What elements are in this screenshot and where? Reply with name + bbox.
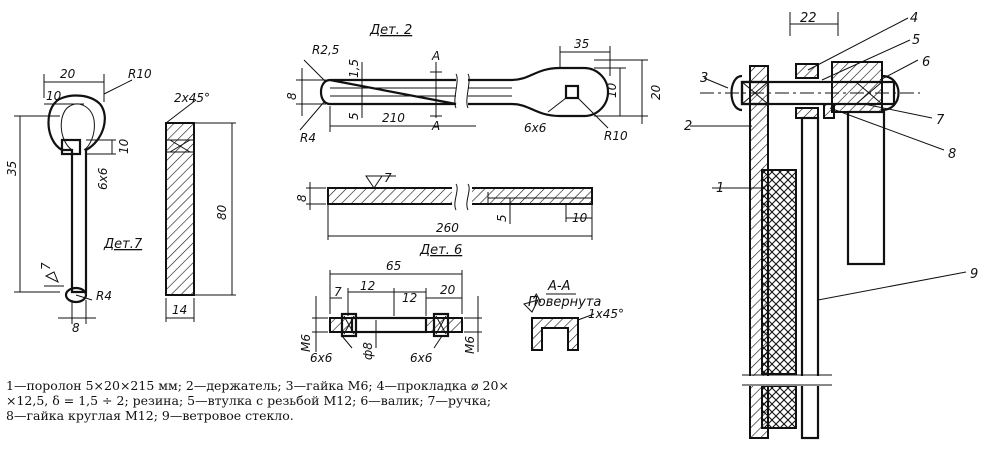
dim-bar-chamfer: 2x45° [174,91,210,105]
dim-bar-14: 14 [172,303,187,317]
dim-d6-260: 260 [436,221,459,235]
section-note-rotated: Повернута [528,295,601,310]
dim-d7-20: 20 [60,67,76,81]
title-det-7: Дет.7 [103,237,143,252]
dim-d6-tolerance: 7 [384,171,392,185]
dim-d7-35: 35 [5,161,19,176]
dim-d2-r4: R4 [300,131,316,145]
assembly-drawing [690,12,967,440]
dim-pin-m6-right: М6 [463,336,477,354]
callout-9: 9 [970,267,978,282]
dim-section-chamfer: 1x45° [588,307,624,321]
title-det-6: Дет. 6 [419,243,462,258]
callout-3: 3 [700,71,708,86]
dim-d7-r4: R4 [96,289,112,303]
label-section-a-bottom: А [431,119,440,133]
parts-legend: 1—поролон 5×20×215 мм; 2—держатель; 3—га… [6,378,696,423]
dim-d2-5: 5 [347,112,361,120]
legend-line-1: 1—поролон 5×20×215 мм; 2—держатель; 3—га… [6,378,509,393]
dim-d7-r10: R10 [128,67,152,81]
legend-line-2: ×12,5, δ = 1,5 ÷ 2; резина; 5—втулка с р… [6,393,492,408]
dim-d7-10b: 10 [117,138,131,154]
callout-8: 8 [948,147,956,162]
dim-bar-80: 80 [215,204,229,220]
callout-6: 6 [922,55,930,70]
section-a-a-drawing [523,299,595,351]
detail-2-drawing [296,46,648,132]
callout-4: 4 [910,11,918,26]
dim-pin-65: 65 [386,259,401,273]
dim-pin-6x6-left: 6x6 [310,351,333,365]
dim-d2-35: 35 [574,37,589,51]
callout-7: 7 [936,113,945,128]
detail-7-drawing [14,74,133,324]
dim-pin-m6-left: М6 [299,334,313,352]
dim-d2-210: 210 [382,111,405,125]
dim-d2-15: 1,5 [347,59,361,78]
dim-d2-10: 10 [605,82,619,98]
callout-2: 2 [684,119,692,134]
dim-pin-6x6-right: 6x6 [410,351,433,365]
dim-pin-12b: 12 [402,291,417,305]
legend-line-3: 8—гайка круглая М12; 9—ветровое стекло. [6,408,294,423]
title-section-a-a: А-А [547,279,570,294]
bar-detail-drawing [165,99,236,322]
title-det-2: Дет. 2 [369,23,412,38]
dim-d2-20: 20 [649,84,663,100]
dim-pin-phi8: ф8 [361,342,375,360]
callout-1: 1 [716,181,724,196]
dim-pin-7: 7 [334,285,342,299]
detail-6-drawing [306,175,593,240]
dim-d7-6x6: 6x6 [96,167,110,190]
label-section-a-top: А [431,49,440,63]
dim-d7-8: 8 [72,321,80,335]
callout-5: 5 [912,33,920,48]
dim-d2-6x6: 6x6 [524,121,547,135]
dim-d7-10: 10 [46,89,62,103]
threaded-pin-drawing [312,270,482,352]
dim-d2-r25: R2,5 [312,43,339,57]
dim-asm-22: 22 [800,11,817,26]
dim-d6-10: 10 [572,211,588,225]
dim-d2-8: 8 [285,92,299,100]
dim-pin-12a: 12 [360,279,375,293]
dim-d6-8: 8 [295,194,309,202]
dim-pin-20: 20 [440,283,456,297]
dim-d7-tolerance: 7 [39,262,53,270]
dim-d6-5: 5 [495,214,509,222]
dim-d2-r10: R10 [604,129,628,143]
